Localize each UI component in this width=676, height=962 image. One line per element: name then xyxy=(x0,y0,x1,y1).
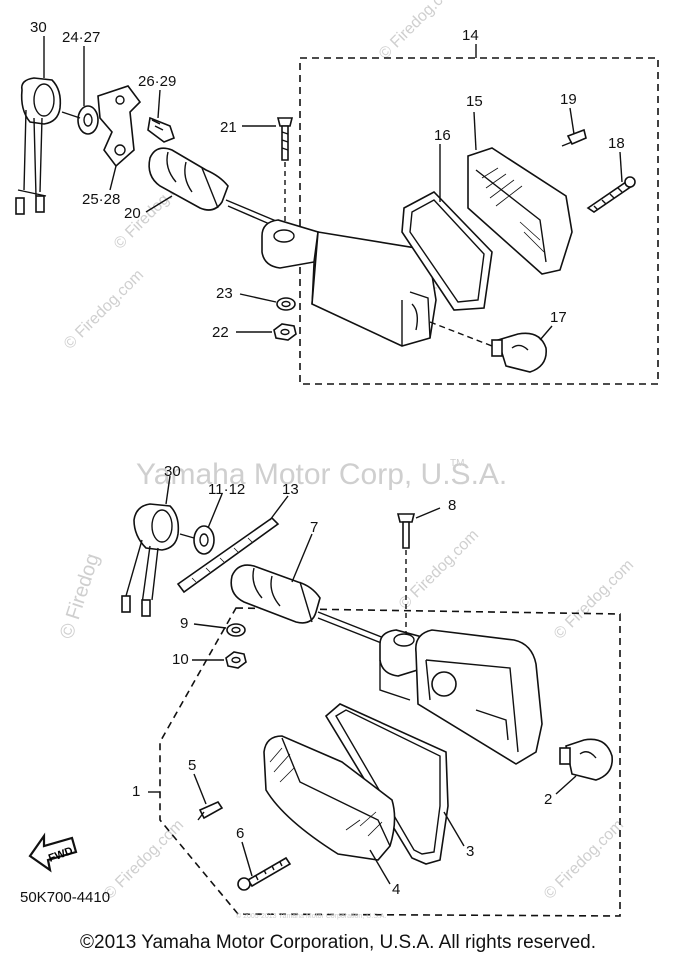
callout-4: 4 xyxy=(392,881,400,898)
screw-6 xyxy=(237,856,292,891)
lens-kit-box-lower xyxy=(159,607,621,917)
leader-26-29 xyxy=(157,89,161,119)
callout-25-28: 25·28 xyxy=(82,191,120,208)
callout-1: 1 xyxy=(132,783,140,800)
small-copyright-notice: © 2005-2013 Yamaha Motor Corporation, U.… xyxy=(236,912,386,920)
bulb-17 xyxy=(429,321,547,373)
firedog-watermark: © Firedog xyxy=(56,551,104,642)
grommet-30 xyxy=(15,77,62,215)
lower-assembly: FWD xyxy=(28,475,621,917)
callout-13: 13 xyxy=(282,481,299,498)
callout-15: 15 xyxy=(466,93,483,110)
firedog-com-watermark-2: © Firedog.com xyxy=(61,266,147,352)
callout-5: 5 xyxy=(188,757,196,774)
callout-20: 20 xyxy=(124,205,141,222)
leader-11-12 xyxy=(207,493,223,529)
housing-upper xyxy=(261,219,437,347)
screw-21 xyxy=(276,117,294,228)
lens-4 xyxy=(263,735,396,861)
screw-19 xyxy=(561,128,587,147)
screw-18 xyxy=(586,176,636,213)
strap-13 xyxy=(176,516,280,594)
callout-30: 30 xyxy=(30,19,47,36)
leader-23 xyxy=(239,293,277,303)
fwd-arrow-icon: FWD xyxy=(28,832,78,873)
callout-14: 14 xyxy=(462,27,479,44)
leader-9 xyxy=(193,623,227,629)
housing-lower xyxy=(379,629,543,765)
washer-23 xyxy=(276,297,296,311)
callout-19: 19 xyxy=(560,91,577,108)
leader-13 xyxy=(269,495,289,521)
gasket-3 xyxy=(324,703,449,865)
callout-16: 16 xyxy=(434,127,451,144)
yamaha-watermark: Yamaha Motor Corp, U.S.A. xyxy=(136,458,507,491)
socket-7 xyxy=(230,564,321,624)
leader-25-28 xyxy=(109,165,117,191)
leader-5 xyxy=(193,773,207,805)
firedog-com-watermark-8: © Firedog.com xyxy=(541,816,627,902)
callout-2: 2 xyxy=(544,791,552,808)
firedog-com-watermark-7: © Firedog.com xyxy=(101,816,187,902)
leader-7 xyxy=(291,533,313,583)
nut-10 xyxy=(225,651,247,669)
callout-21: 21 xyxy=(220,119,237,136)
part-number: 50K700-4410 xyxy=(20,889,110,906)
nut-22 xyxy=(273,323,297,341)
washer-11-12 xyxy=(179,525,215,555)
leader-6 xyxy=(241,841,253,877)
leader-18 xyxy=(619,151,623,183)
callout-7: 7 xyxy=(310,519,318,536)
callout-23: 23 xyxy=(216,285,233,302)
callout-18: 18 xyxy=(608,135,625,152)
callout-22: 22 xyxy=(212,324,229,341)
callout-3: 3 xyxy=(466,843,474,860)
grommet-30-lower xyxy=(121,503,180,617)
bracket-25-28 xyxy=(97,85,142,168)
firedog-com-watermark-1: © Firedog.com xyxy=(376,0,462,63)
washer-9 xyxy=(226,623,246,637)
gasket-16 xyxy=(401,191,493,311)
leader-2 xyxy=(555,775,577,795)
leader-20 xyxy=(145,195,173,213)
bulb-2 xyxy=(559,738,613,781)
upper-callouts: 30 24·27 26·29 25·28 20 21 14 15 16 19 1… xyxy=(30,19,625,341)
leader-19 xyxy=(569,107,575,135)
callout-26-29: 26·29 xyxy=(138,73,176,90)
trademark-mark: TM xyxy=(450,458,464,469)
upper-assembly xyxy=(15,36,659,385)
lower-callouts: 30 11·12 13 7 8 9 10 1 5 6 2 3 4 xyxy=(132,463,552,898)
lens-kit-box xyxy=(299,57,659,385)
callout-11-12: 11·12 xyxy=(208,481,245,498)
callout-10: 10 xyxy=(172,651,189,668)
screw-8 xyxy=(396,513,416,632)
leader-8 xyxy=(415,507,441,519)
lens-15 xyxy=(467,147,573,275)
callout-17: 17 xyxy=(550,309,567,326)
washer-24-27 xyxy=(61,105,99,135)
callout-6: 6 xyxy=(236,825,244,842)
leader-30-lower xyxy=(165,475,171,505)
copyright-footer: ©2013 Yamaha Motor Corporation, U.S.A. A… xyxy=(80,932,596,953)
firedog-com-watermark-6: © Firedog.com xyxy=(551,556,637,642)
callout-24-27: 24·27 xyxy=(62,29,100,46)
callout-9: 9 xyxy=(180,615,188,632)
callout-30-lower: 30 xyxy=(164,463,181,480)
leader-15 xyxy=(473,111,477,151)
socket-20 xyxy=(148,147,229,211)
wire-lower xyxy=(317,611,385,645)
leader-3 xyxy=(443,811,465,847)
screw-5 xyxy=(197,800,224,821)
leader-4 xyxy=(369,849,391,885)
leader-17 xyxy=(539,325,553,341)
fwd-label: FWD xyxy=(47,845,75,865)
callout-8: 8 xyxy=(448,497,456,514)
bolt-26-29 xyxy=(147,116,175,143)
